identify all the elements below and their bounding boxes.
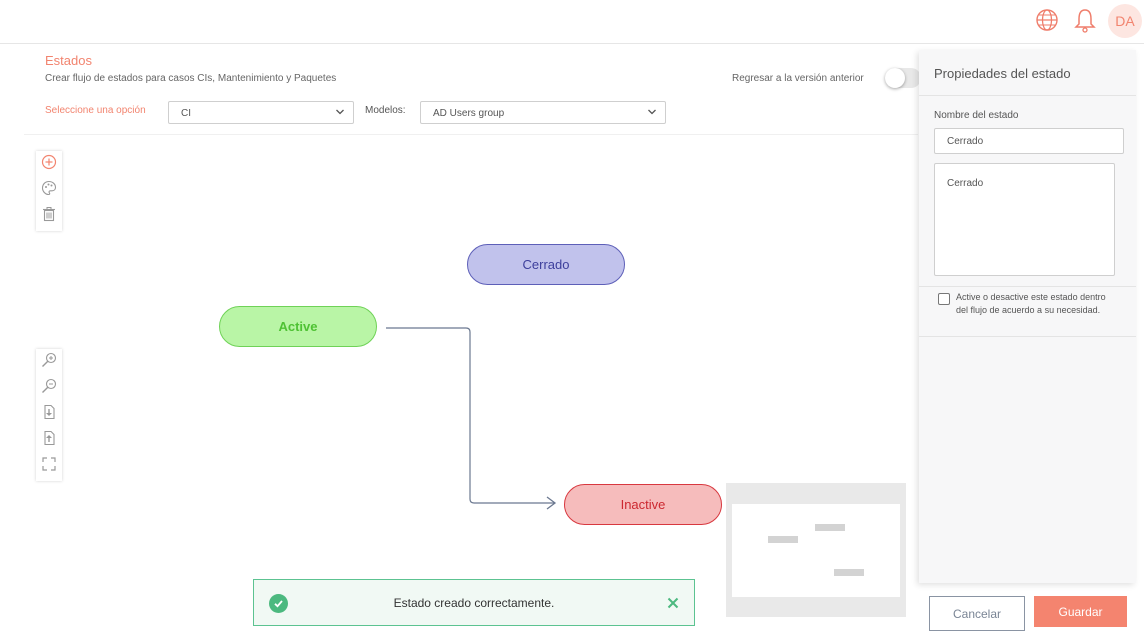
page-subtitle: Crear flujo de estados para casos CIs, M…: [45, 73, 337, 84]
diagram-minimap[interactable]: [726, 483, 906, 617]
models-select-value: AD Users group: [433, 108, 505, 119]
minimap-node: [768, 536, 798, 543]
chevron-down-icon: [647, 107, 657, 120]
models-select-label: Modelos:: [365, 105, 406, 116]
zoom-out-button[interactable]: [36, 375, 62, 401]
revert-version-toggle[interactable]: [885, 68, 921, 88]
import-button[interactable]: [36, 401, 62, 427]
plus-circle-icon: [41, 154, 57, 175]
option-select-label: Seleccione una opción: [45, 105, 146, 116]
models-select[interactable]: AD Users group: [420, 101, 666, 124]
color-button[interactable]: [36, 177, 62, 203]
state-node-active[interactable]: Active: [219, 306, 377, 347]
page-title: Estados: [45, 53, 92, 68]
success-toast: Estado creado correctamente.: [253, 579, 695, 626]
zoom-in-button[interactable]: [36, 349, 62, 375]
minimap-viewport: [732, 504, 900, 597]
state-name-label: Nombre del estado: [934, 110, 1019, 121]
import-icon: [41, 404, 57, 425]
zoom-in-icon: [41, 352, 57, 373]
minimap-node: [834, 569, 864, 576]
avatar[interactable]: DA: [1108, 4, 1142, 38]
delete-button[interactable]: [36, 203, 62, 229]
option-select-value: CI: [181, 108, 191, 119]
toast-message: Estado creado correctamente.: [393, 596, 555, 610]
state-node-inactive[interactable]: Inactive: [564, 484, 722, 525]
bell-icon[interactable]: [1071, 6, 1099, 34]
panel-divider: [919, 286, 1136, 287]
trash-icon: [41, 206, 57, 227]
check-circle-icon: [269, 594, 288, 613]
chevron-down-icon: [335, 107, 345, 120]
palette-icon: [41, 180, 57, 201]
state-properties-panel: Propiedades del estado Nombre del estado…: [919, 50, 1136, 583]
state-name-input[interactable]: [934, 128, 1124, 154]
export-icon: [41, 430, 57, 451]
panel-divider: [919, 95, 1136, 96]
cancel-button[interactable]: Cancelar: [929, 596, 1025, 631]
connector-active-inactive: [386, 327, 554, 504]
fit-screen-button[interactable]: [36, 453, 62, 479]
arrow-head: [546, 496, 557, 510]
state-active-checkbox[interactable]: [938, 293, 950, 305]
close-icon[interactable]: [664, 594, 682, 612]
minimap-node: [815, 524, 845, 531]
state-description-input[interactable]: Cerrado: [934, 163, 1115, 276]
panel-title: Propiedades del estado: [934, 66, 1071, 81]
option-select[interactable]: CI: [168, 101, 354, 124]
save-button[interactable]: Guardar: [1034, 596, 1127, 627]
add-node-button[interactable]: [36, 151, 62, 177]
state-node-cerrado[interactable]: Cerrado: [467, 244, 625, 285]
fullscreen-icon: [41, 456, 57, 477]
panel-divider: [919, 336, 1136, 337]
revert-version-label: Regresar a la versión anterior: [732, 73, 864, 84]
view-toolbar: [36, 349, 62, 481]
header-divider: [24, 134, 918, 135]
zoom-out-icon: [41, 378, 57, 399]
toggle-knob: [885, 68, 905, 88]
state-active-checkbox-label: Active o desactive este estado dentro de…: [956, 292, 1106, 315]
globe-icon[interactable]: [1033, 6, 1061, 34]
top-bar: DA: [0, 0, 1144, 44]
edit-toolbar: [36, 151, 62, 231]
export-button[interactable]: [36, 427, 62, 453]
